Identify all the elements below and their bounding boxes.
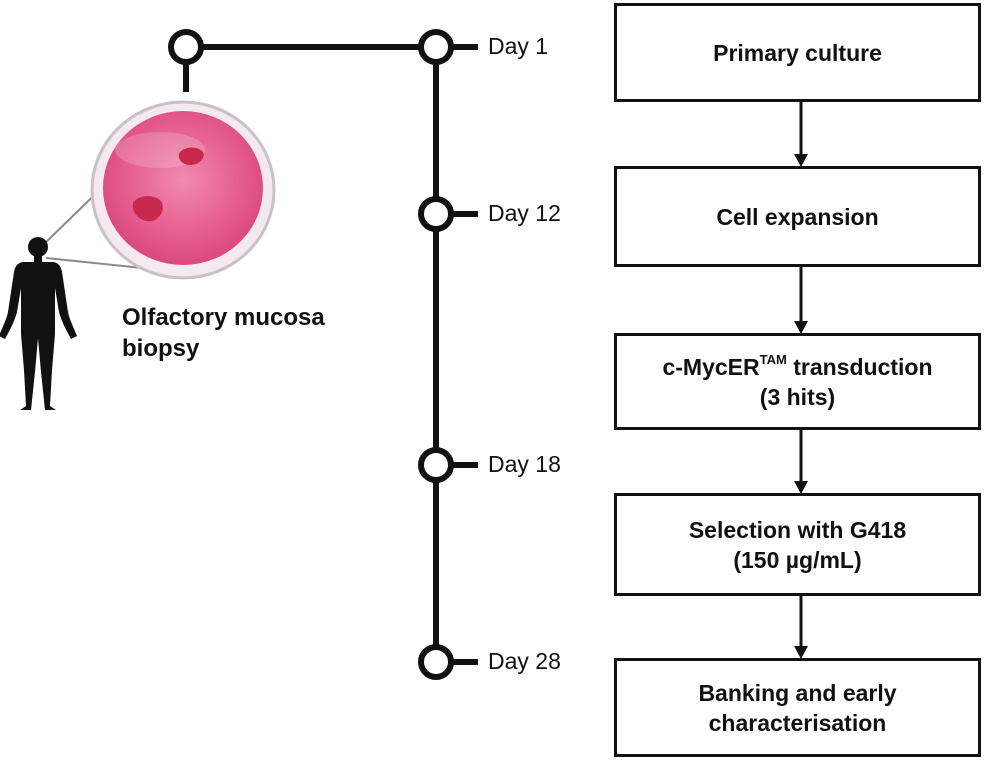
step-selection-line2: (150 µg/mL) (733, 546, 862, 573)
arrow-1-head (794, 154, 808, 167)
zoom-line-lower (45, 257, 143, 269)
day18-node (418, 447, 454, 483)
day28-label: Day 28 (488, 648, 561, 674)
day1-label: Day 1 (488, 33, 549, 59)
dish-medium (103, 111, 263, 265)
day12-label: Day 12 (488, 200, 561, 226)
arrow-4-head (794, 646, 808, 659)
step-primary-culture-text: Primary culture (713, 39, 882, 66)
human-silhouette-icon (0, 237, 77, 410)
day18-label: Day 18 (488, 451, 561, 477)
day1-node (418, 29, 454, 65)
step-transduction-line2: (3 hits) (759, 383, 836, 410)
petri-dish-image (90, 100, 276, 280)
arrow-2-head (794, 321, 808, 334)
biopsy-label: Olfactory mucosa biopsy (122, 302, 325, 364)
biopsy-node (168, 29, 204, 65)
step-banking: Banking and early characterisation (614, 658, 981, 757)
tissue-piece-2 (132, 196, 163, 222)
step-selection: Selection with G418 (150 µg/mL) (614, 493, 981, 596)
step-selection-line1: Selection with G418 (688, 516, 907, 543)
day12-node (418, 196, 454, 232)
step-banking-line1: Banking and early (698, 679, 897, 706)
step-cell-expansion: Cell expansion (614, 166, 981, 267)
transduction-prefix: c-MycER (662, 353, 760, 380)
biopsy-label-line1: Olfactory mucosa (122, 304, 325, 331)
step-primary-culture: Primary culture (614, 3, 981, 102)
tissue-piece-1 (178, 147, 204, 165)
arrow-3-head (794, 481, 808, 494)
step-cell-expansion-text: Cell expansion (716, 203, 879, 230)
biopsy-label-line2: biopsy (122, 335, 200, 362)
day28-node (418, 644, 454, 680)
transduction-suffix: transduction (786, 353, 933, 380)
step-transduction: c-MycERTAM transduction (3 hits) (614, 333, 981, 430)
flow-arrows (794, 101, 808, 659)
transduction-superscript: TAM (759, 351, 787, 367)
step-banking-line2: characterisation (708, 709, 887, 736)
step-transduction-line1: c-MycERTAM transduction (662, 352, 932, 382)
